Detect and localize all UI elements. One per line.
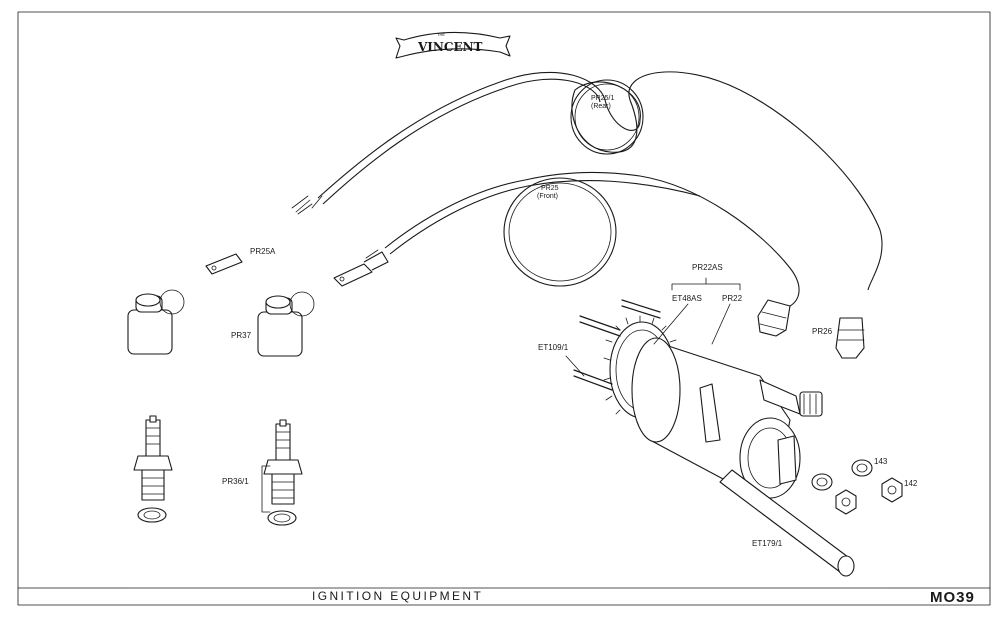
label-nut: 142 [904,479,918,488]
hex-nut-icon [881,477,903,503]
washer-icon [851,459,873,477]
spark-plug-icon [263,419,303,526]
plate-code: MO39 [930,589,975,606]
vincent-logo: THE VINCENT [395,31,511,59]
label-gear: ET48AS [672,294,702,303]
logo-prefix: THE [437,32,445,37]
spark-plug-bracket [261,465,271,513]
logo-brand: VINCENT [417,40,483,54]
lead-terminal-icon [333,251,389,287]
label-front-lead-note: (Front) [537,193,558,200]
label-terminal: PR25A [250,247,276,256]
plug-cover-icon [127,289,185,355]
leader-gear [653,303,689,345]
washer-icon [811,473,833,491]
magneto-icon [573,299,855,577]
label-lead-cap: PR26 [812,327,833,336]
assembly-bracket [671,277,741,291]
label-plug-cover: PR37 [231,331,252,340]
terminal-icon [205,253,243,275]
hex-nut-icon [835,489,857,515]
label-washer: 143 [874,457,888,466]
label-spindle: ET179/1 [752,539,783,548]
plate-border [17,11,991,606]
label-spark-plug: PR36/1 [222,477,249,486]
label-rear-lead: PR25/1 [591,95,614,102]
label-rear-lead-note: (Rear) [591,103,611,110]
leader-magneto [711,303,731,345]
label-front-lead: PR25 [541,185,559,192]
spark-plug-icon [133,415,173,523]
label-studs: ET109/1 [538,343,569,352]
label-magneto-assembly: PR22AS [692,263,723,272]
rear-lead-loop [570,79,644,155]
plate-title: IGNITION EQUIPMENT [312,589,483,603]
plug-cover-icon [257,291,315,357]
leader-studs [565,355,585,377]
label-magneto: PR22 [722,294,743,303]
front-ht-lead [365,171,800,307]
lead-cap-icon [757,299,791,337]
lead-cap-icon [835,317,865,359]
